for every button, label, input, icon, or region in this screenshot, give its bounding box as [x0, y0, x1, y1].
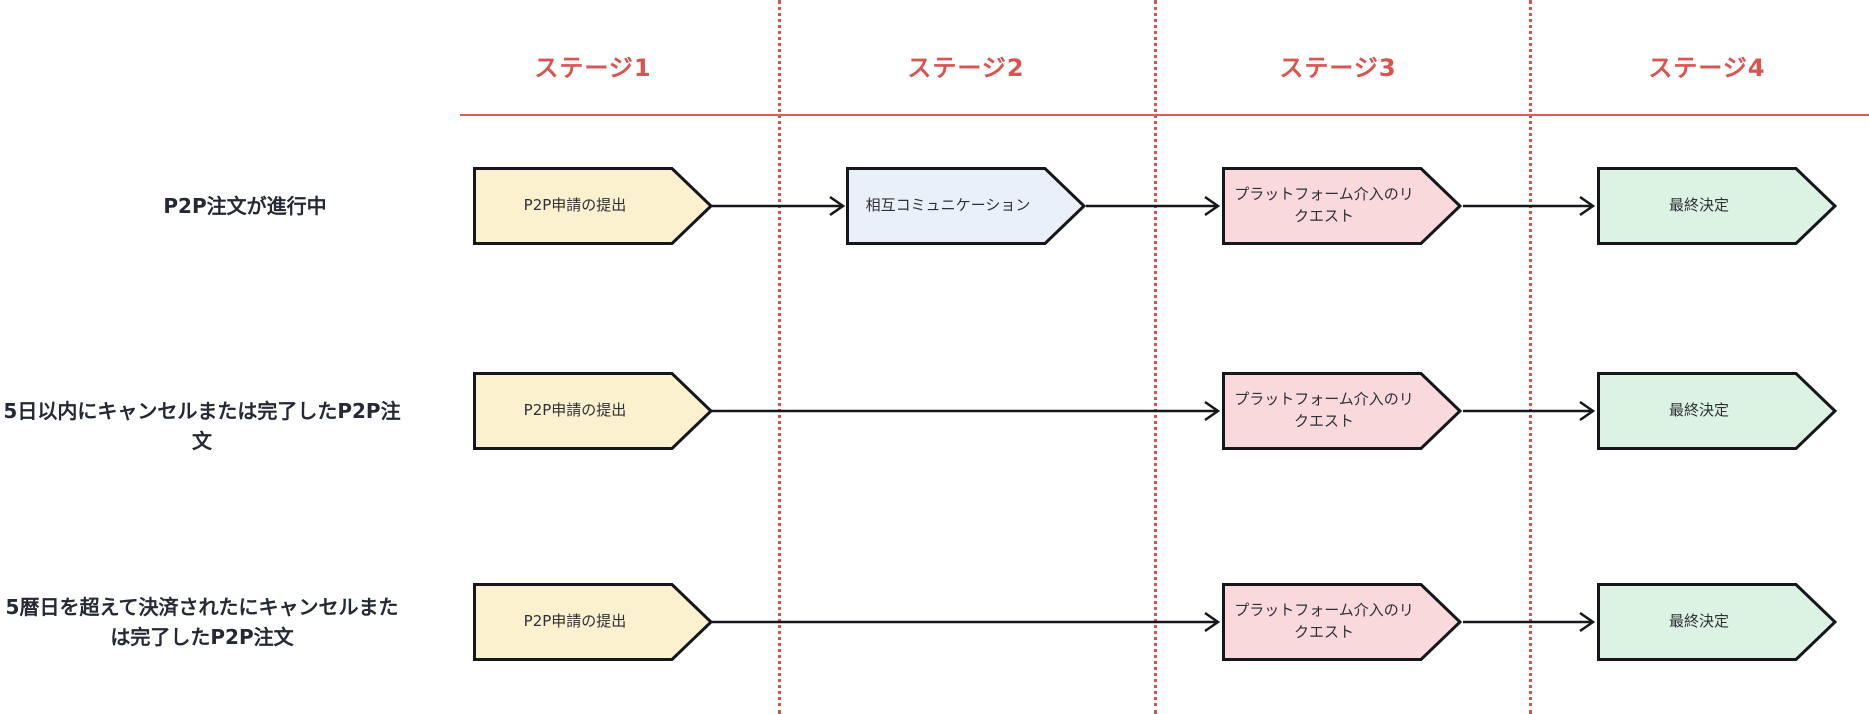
- process-box-label: 最終決定: [1668, 401, 1729, 420]
- stage-header-1: ステージ1: [534, 54, 652, 82]
- process-box-label: プラットフォーム介入のリ クエスト: [1234, 185, 1414, 225]
- process-box-row2-stage1: P2P申請の提出: [473, 372, 714, 450]
- stage-underline: [460, 114, 1869, 116]
- process-box-row1-stage1: P2P申請の提出: [473, 167, 714, 245]
- process-box-row3-stage4: 最終決定: [1597, 583, 1838, 661]
- pentagon-shape: [473, 167, 714, 245]
- flow-arrow: [1463, 400, 1596, 422]
- process-box-label: P2P申請の提出: [523, 612, 627, 631]
- row-label-3: 5暦日を超えて決済されたにキャンセルまた は完了したP2P注文: [5, 595, 399, 649]
- pentagon-shape: [1222, 583, 1463, 661]
- stage-header-2: ステージ2: [907, 54, 1025, 82]
- flow-arrow: [1463, 611, 1596, 633]
- process-box-label: プラットフォーム介入のリ クエスト: [1234, 390, 1414, 430]
- flow-arrow-long: [711, 611, 1221, 633]
- process-box-row3-stage1: P2P申請の提出: [473, 583, 714, 661]
- flow-arrow: [1463, 195, 1596, 217]
- pentagon-shape: [1222, 167, 1463, 245]
- process-box-label: 相互コミュニケーション: [865, 196, 1031, 215]
- stage-divider-1: [778, 0, 781, 714]
- stage-divider-2: [1154, 0, 1157, 714]
- process-box-row3-stage3: プラットフォーム介入のリ クエスト: [1222, 583, 1463, 661]
- process-box-label: P2P申請の提出: [523, 196, 627, 215]
- arrowhead: [1204, 400, 1221, 422]
- stage-divider-3: [1529, 0, 1532, 714]
- pentagon-shape: [473, 583, 714, 661]
- process-box-label: P2P申請の提出: [523, 401, 627, 420]
- stage-header-3: ステージ3: [1279, 54, 1397, 82]
- stage-header-4: ステージ4: [1648, 54, 1766, 82]
- arrowhead: [1579, 400, 1596, 422]
- pentagon-shape: [846, 167, 1087, 245]
- process-box-row2-stage4: 最終決定: [1597, 372, 1838, 450]
- arrowhead: [1579, 611, 1596, 633]
- pentagon-shape: [473, 372, 714, 450]
- flow-arrow: [711, 195, 846, 217]
- pentagon-shape: [1597, 167, 1838, 245]
- arrowhead: [1204, 611, 1221, 633]
- process-box-row1-stage3: プラットフォーム介入のリ クエスト: [1222, 167, 1463, 245]
- row-label-1: P2P注文が進行中: [163, 194, 327, 218]
- process-box-row1-stage2: 相互コミュニケーション: [846, 167, 1087, 245]
- row-label-2: 5日以内にキャンセルまたは完了したP2P注文: [3, 399, 401, 453]
- pentagon-shape: [1597, 372, 1838, 450]
- process-box-row2-stage3: プラットフォーム介入のリ クエスト: [1222, 372, 1463, 450]
- process-box-label: 最終決定: [1668, 612, 1729, 631]
- process-box-row1-stage4: 最終決定: [1597, 167, 1838, 245]
- arrowhead: [829, 195, 846, 217]
- pentagon-shape: [1597, 583, 1838, 661]
- pentagon-shape: [1222, 372, 1463, 450]
- flow-arrow-long: [711, 400, 1221, 422]
- arrowhead: [1204, 195, 1221, 217]
- arrowhead: [1579, 195, 1596, 217]
- process-box-label: 最終決定: [1668, 196, 1729, 215]
- process-box-label: プラットフォーム介入のリ クエスト: [1234, 601, 1414, 641]
- flow-arrow: [1086, 195, 1221, 217]
